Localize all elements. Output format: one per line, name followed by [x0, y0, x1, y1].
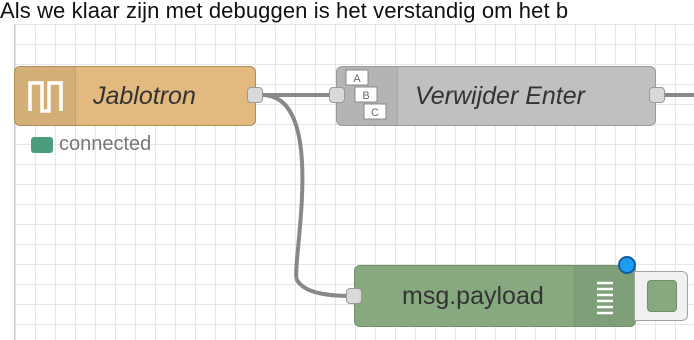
node-jablotron-label: Jablotron — [93, 81, 196, 110]
output-port-jablotron[interactable] — [247, 87, 263, 103]
input-port-verwijder-enter[interactable] — [329, 87, 345, 103]
icon-letter-c: C — [371, 107, 379, 119]
node-icon-area — [15, 67, 75, 125]
changed-indicator-dot — [618, 256, 636, 274]
status-dot — [31, 136, 53, 153]
output-port-verwijder-enter[interactable] — [649, 87, 665, 103]
status-text: connected — [59, 133, 152, 155]
debug-toggle-button[interactable] — [634, 271, 688, 321]
caption-text: Als we klaar zijn met debuggen is het ve… — [0, 0, 569, 23]
node-icon-area: A B C — [337, 67, 397, 125]
icon-letter-a: A — [353, 73, 361, 85]
wire-jablotron-to-debug[interactable] — [261, 93, 355, 298]
debug-toggle-indicator — [647, 280, 677, 312]
node-debug[interactable]: msg.payload — [354, 265, 636, 327]
node-debug-label: msg.payload — [402, 281, 544, 310]
change-abc-icon: A B C — [345, 69, 387, 120]
icon-letter-b: B — [362, 90, 369, 102]
node-jablotron[interactable]: Jablotron — [14, 66, 256, 126]
debug-list-icon — [597, 281, 613, 315]
node-icon-area — [575, 266, 635, 326]
node-verwijder-enter-label: Verwijder Enter — [415, 81, 585, 110]
node-verwijder-enter[interactable]: A B C Verwijder Enter — [336, 66, 656, 126]
node-status: connected — [31, 133, 151, 156]
serial-port-icon — [28, 81, 63, 113]
input-port-debug[interactable] — [346, 288, 362, 304]
